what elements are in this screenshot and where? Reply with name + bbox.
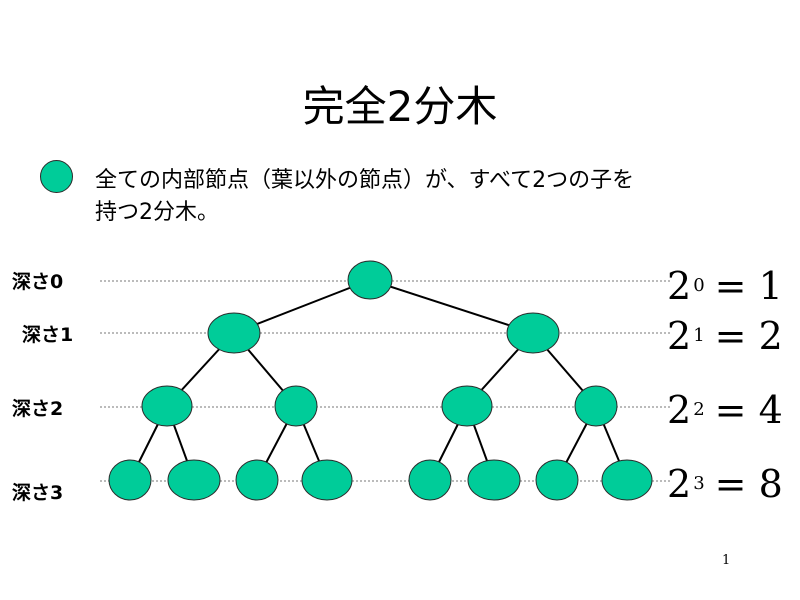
formula-equals: =	[714, 388, 747, 432]
bullet-line-1: 全ての内部節点（葉以外の節点）が、すべて2つの子を	[95, 168, 635, 193]
depth-label-0: 深さ0	[12, 271, 64, 293]
tree-node-depth2-d	[574, 385, 618, 427]
bullet-line-2: 持つ2分木。	[95, 200, 219, 225]
formula-exponent: 2	[693, 399, 705, 420]
depth-guides	[100, 280, 670, 482]
formula-equals: =	[714, 314, 747, 358]
tree-node-depth3-b	[167, 459, 221, 501]
bullet-text: 全ての内部節点（葉以外の節点）が、すべて2つの子を 持つ2分木。	[95, 165, 735, 229]
tree-edges	[129, 279, 628, 481]
tree-node-depth2-b	[274, 385, 318, 427]
tree-node-depth1-b	[506, 312, 560, 354]
page-number: 1	[722, 553, 731, 568]
tree-node-depth3-g	[535, 459, 579, 501]
formula-exponent: 0	[693, 275, 705, 296]
formula-exponent: 3	[693, 473, 705, 494]
bullet-dot-icon	[40, 160, 73, 193]
tree-node-depth3-f	[467, 459, 521, 501]
formula-result: 1	[758, 264, 783, 308]
formula-base: 2	[667, 388, 692, 432]
tree-node-depth3-h	[601, 459, 653, 501]
tree-node-root	[347, 260, 393, 300]
formula-equals: =	[714, 462, 747, 506]
slide-title: 完全2分木	[302, 82, 498, 131]
formula-base: 2	[667, 264, 692, 308]
formula-base: 2	[667, 314, 692, 358]
tree-nodes	[108, 260, 653, 501]
formula-exponent: 1	[693, 325, 705, 346]
formula-result: 8	[758, 462, 783, 506]
tree-node-depth2-a	[141, 385, 193, 427]
formula-base: 2	[667, 462, 692, 506]
depth-label-3: 深さ3	[12, 482, 64, 504]
edge-root-right	[369, 279, 534, 334]
tree-node-depth3-c	[235, 459, 279, 501]
formula-equals: =	[714, 264, 747, 308]
tree-node-depth3-a	[108, 459, 152, 501]
tree-node-depth2-c	[441, 385, 493, 427]
depth-label-1: 深さ1	[22, 324, 74, 346]
tree-node-depth3-d	[301, 459, 353, 501]
tree-node-depth3-e	[408, 459, 452, 501]
formula-result: 4	[758, 388, 783, 432]
depth-label-2: 深さ2	[12, 398, 64, 420]
tree-node-depth1-a	[207, 312, 261, 354]
formula-result: 2	[758, 314, 783, 358]
